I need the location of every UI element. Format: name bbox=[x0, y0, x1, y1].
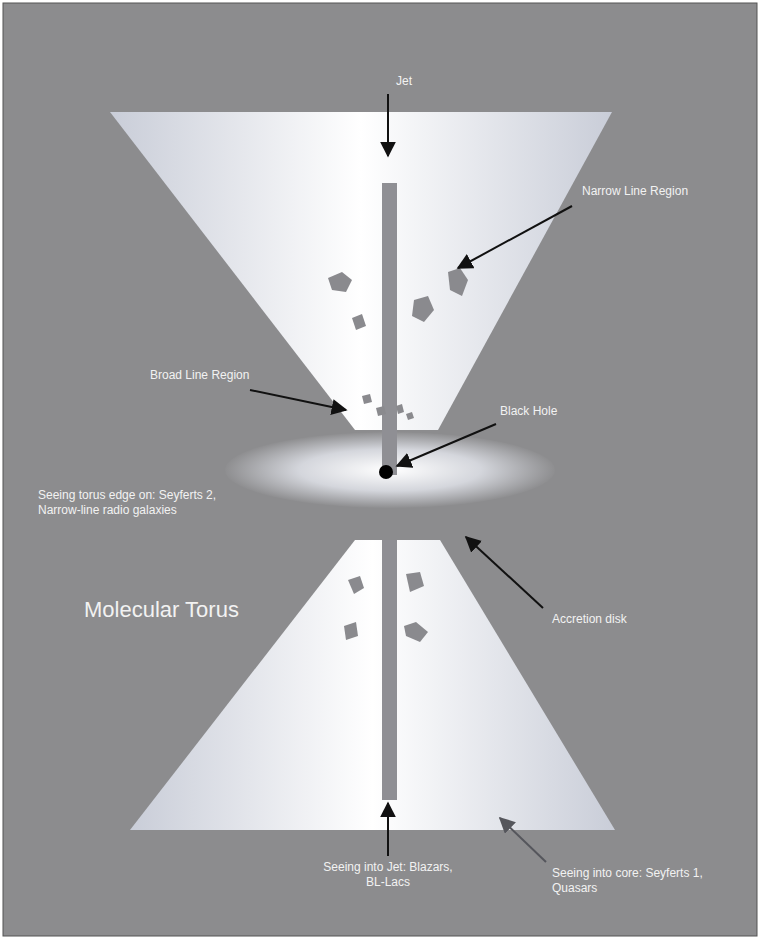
region-label: Narrow Line Region bbox=[582, 184, 688, 199]
part-label: Black Hole bbox=[500, 404, 557, 419]
region-label: Broad Line Region bbox=[150, 368, 249, 383]
view-note: Seeing into core: Seyferts 1, Quasars bbox=[552, 866, 712, 896]
view-note: Seeing into Jet: Blazars, BL-Lacs bbox=[318, 860, 458, 890]
view-note: Seeing torus edge on: Seyferts 2, Narrow… bbox=[38, 488, 228, 518]
part-label: Accretion disk bbox=[552, 612, 627, 627]
jet-label: Jet bbox=[396, 74, 412, 89]
torus-label: Molecular Torus bbox=[84, 596, 239, 624]
